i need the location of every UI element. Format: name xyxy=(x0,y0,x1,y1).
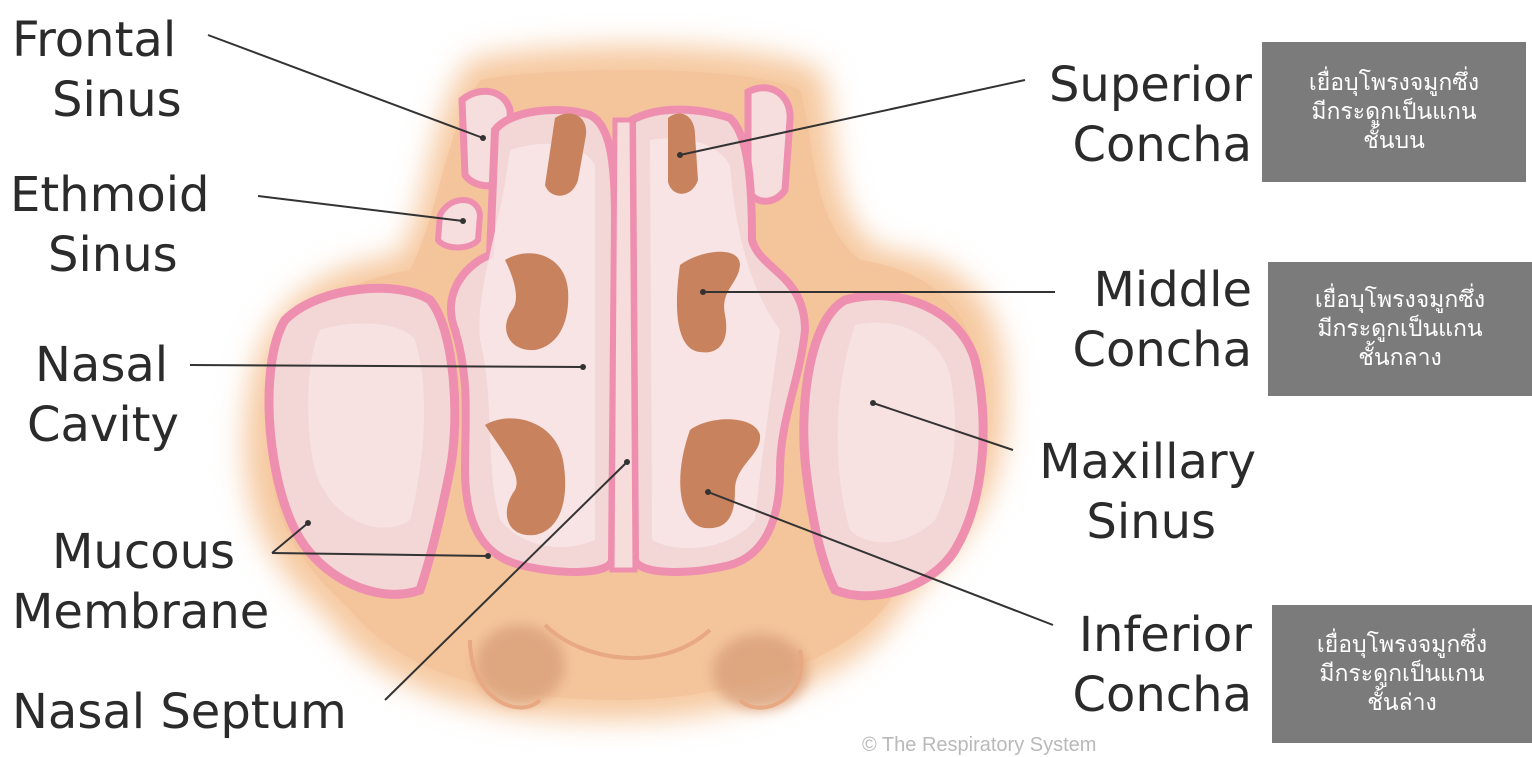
note-inferior-concha: เยื่อบุโพรงจมูกซึ่ง มีกระดูกเป็นแกน ชั้น… xyxy=(1272,605,1532,743)
note-superior-line3: ชั้นบน xyxy=(1363,127,1425,156)
label-frontal-sinus: Frontal Sinus xyxy=(12,10,182,130)
label-frontal-sinus-line2: Sinus xyxy=(12,70,182,130)
label-middle-concha-line1: Middle xyxy=(1020,260,1252,320)
label-ethmoid-sinus: Ethmoid Sinus xyxy=(10,165,210,285)
label-mucous-membrane: Mucous Membrane xyxy=(12,522,269,642)
note-middle-line3: ชั้นกลาง xyxy=(1358,344,1442,373)
label-inferior-concha: Inferior Concha xyxy=(1020,605,1252,725)
label-ethmoid-sinus-line2: Sinus xyxy=(10,225,210,285)
note-inferior-line1: เยื่อบุโพรงจมูกซึ่ง xyxy=(1317,631,1487,660)
label-middle-concha: Middle Concha xyxy=(1020,260,1252,380)
note-superior-line1: เยื่อบุโพรงจมูกซึ่ง xyxy=(1309,69,1479,98)
label-mucous-membrane-line1: Mucous xyxy=(12,522,269,582)
note-middle-concha: เยื่อบุโพรงจมูกซึ่ง มีกระดูกเป็นแกน ชั้น… xyxy=(1268,262,1532,396)
label-inferior-concha-line1: Inferior xyxy=(1020,605,1252,665)
label-nasal-septum: Nasal Septum xyxy=(12,682,347,742)
note-superior-concha: เยื่อบุโพรงจมูกซึ่ง มีกระดูกเป็นแกน ชั้น… xyxy=(1262,42,1526,182)
label-mucous-membrane-line2: Membrane xyxy=(12,582,269,642)
note-middle-line1: เยื่อบุโพรงจมูกซึ่ง xyxy=(1315,286,1485,315)
label-ethmoid-sinus-line1: Ethmoid xyxy=(10,165,210,225)
label-inferior-concha-line2: Concha xyxy=(1020,665,1252,725)
label-middle-concha-line2: Concha xyxy=(1020,320,1252,380)
ethmoid-sinus-cell xyxy=(438,200,480,248)
label-nasal-septum-text: Nasal Septum xyxy=(12,682,347,742)
label-nasal-cavity-line1: Nasal xyxy=(35,335,179,395)
label-superior-concha: Superior Concha xyxy=(1020,55,1252,175)
label-superior-concha-line1: Superior xyxy=(1020,55,1252,115)
label-frontal-sinus-line1: Frontal xyxy=(12,10,182,70)
septum-shape xyxy=(612,120,635,570)
copyright-watermark: © The Respiratory System xyxy=(862,734,1096,757)
note-superior-line2: มีกระดูกเป็นแกน xyxy=(1311,98,1476,127)
label-maxillary-sinus: Maxillary Sinus xyxy=(1010,432,1256,552)
label-nasal-cavity-line2: Cavity xyxy=(27,395,179,455)
note-middle-line2: มีกระดูกเป็นแกน xyxy=(1317,315,1482,344)
label-maxillary-sinus-line1: Maxillary xyxy=(1010,432,1256,492)
note-inferior-line3: ชั้นล่าง xyxy=(1367,689,1437,718)
leader-frontal-sinus xyxy=(208,35,483,138)
label-superior-concha-line2: Concha xyxy=(1020,115,1252,175)
label-nasal-cavity: Nasal Cavity xyxy=(35,335,179,455)
note-inferior-line2: มีกระดูกเป็นแกน xyxy=(1319,660,1484,689)
label-maxillary-sinus-line2: Sinus xyxy=(1010,492,1256,552)
